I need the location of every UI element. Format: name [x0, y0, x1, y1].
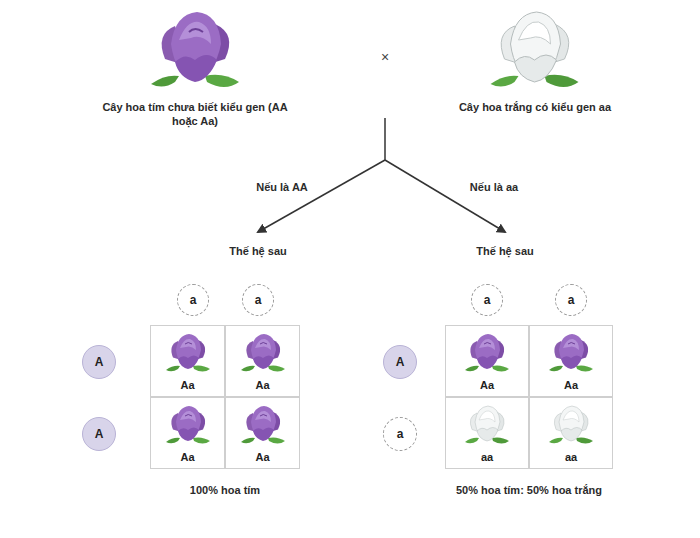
allele: a [255, 293, 262, 307]
allele: A [396, 355, 405, 369]
gamete-circle: a [177, 284, 209, 316]
genotype: Aa [255, 451, 269, 463]
punnett-cell: aa [529, 397, 613, 469]
genotype: Aa [480, 379, 494, 391]
caption-label: 50% hoa tím: 50% hoa trắng [454, 483, 604, 497]
caption-label: Nếu là AA [237, 180, 327, 194]
genotype: Aa [180, 451, 194, 463]
allele: A [95, 355, 104, 369]
gamete-circle: a [242, 284, 274, 316]
gamete-circle: A [82, 345, 116, 379]
gamete-circle: A [383, 345, 417, 379]
genotype: aa [565, 451, 577, 463]
punnett-cell: Aa [529, 325, 613, 397]
punnett-cell: Aa [225, 397, 300, 469]
punnett-cell: Aa [150, 325, 225, 397]
punnett-cell: Aa [150, 397, 225, 469]
gamete-circle: a [555, 284, 587, 316]
caption-label: Cây hoa tím chưa biết kiểu gen (AA hoặc … [100, 100, 290, 129]
gamete-circle: a [471, 284, 503, 316]
punnett-cell: Aa [225, 325, 300, 397]
caption-label: Thế hệ sau [455, 244, 555, 258]
genotype: aa [481, 451, 493, 463]
genotype: Aa [255, 379, 269, 391]
gamete-circle: A [82, 417, 116, 451]
punnett-cell: Aa [445, 325, 529, 397]
genotype: Aa [180, 379, 194, 391]
genotype: Aa [564, 379, 578, 391]
caption-label: Thế hệ sau [208, 244, 308, 258]
allele: a [568, 293, 575, 307]
allele: A [95, 427, 104, 441]
gamete-circle: a [383, 417, 417, 451]
cross-symbol: × [370, 48, 400, 66]
caption-label: Cây hoa trắng có kiểu gen aa [450, 100, 620, 114]
caption-label: Nếu là aa [449, 180, 539, 194]
allele: a [397, 427, 404, 441]
allele: a [484, 293, 491, 307]
allele: a [190, 293, 197, 307]
punnett-cell: aa [445, 397, 529, 469]
caption-label: 100% hoa tím [145, 483, 305, 497]
